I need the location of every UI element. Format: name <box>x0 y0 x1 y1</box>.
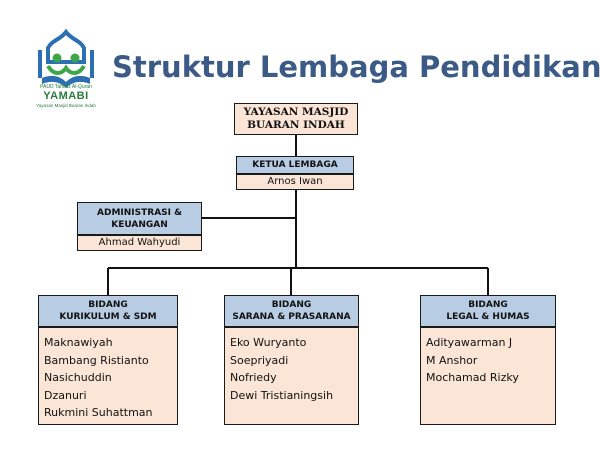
bidang-legal-members: Adityawarman J M Anshor Mochamad Rizky <box>420 327 556 425</box>
admin-role-line2: KEUANGAN <box>111 219 168 230</box>
ketua-header: KETUA LEMBAGA <box>236 156 354 174</box>
bidang-kurikulum-members: Maknawiyah Bambang Ristianto Nasichuddin… <box>38 327 178 425</box>
ketua-role: KETUA LEMBAGA <box>252 160 338 170</box>
bidang-sarana-header: BIDANG SARANA & PRASARANA <box>224 295 359 327</box>
bidang-label: BIDANG <box>468 300 508 310</box>
admin-role-line1: ADMINISTRASI & <box>97 207 182 218</box>
bidang-legal-header: BIDANG LEGAL & HUMAS <box>420 295 556 327</box>
member-name: Nofriedy <box>230 371 277 384</box>
member-name: Nasichuddin <box>44 371 112 384</box>
logo-subtitle: PAUD Tahfidz Al-Quran <box>40 84 92 90</box>
logo-name: YAMABI <box>43 90 89 102</box>
member-name: Dzanuri <box>44 388 87 402</box>
admin-name: Ahmad Wahyudi <box>98 237 181 248</box>
yayasan-box: YAYASAN MASJID BUARAN INDAH <box>234 103 358 135</box>
member-name: Dewi Tristianingsih <box>230 388 334 402</box>
bidang-sub: SARANA & PRASARANA <box>232 312 351 322</box>
member-name: Eko Wuryanto <box>230 336 307 349</box>
bidang-sub: KURIKULUM & SDM <box>59 312 157 322</box>
bidang-sarana-members: Eko Wuryanto Soepriyadi Nofriedy Dewi Tr… <box>224 327 359 425</box>
yayasan-line1: YAYASAN MASJID <box>243 106 349 118</box>
bidang-label: BIDANG <box>88 300 128 310</box>
member-name: Rukmini Suhattman <box>44 406 153 419</box>
admin-value: Ahmad Wahyudi <box>77 235 202 251</box>
member-name: Maknawiyah <box>44 336 113 349</box>
yayasan-line2: BUARAN INDAH <box>247 119 345 131</box>
admin-header: ADMINISTRASI & KEUANGAN <box>77 202 202 235</box>
bidang-kurikulum-header: BIDANG KURIKULUM & SDM <box>38 295 178 327</box>
member-name: M Anshor <box>426 353 478 367</box>
ketua-name: Arnos Iwan <box>267 176 323 187</box>
member-name: Bambang Ristianto <box>44 353 149 367</box>
bidang-label: BIDANG <box>271 300 312 310</box>
ketua-value: Arnos Iwan <box>236 174 354 190</box>
logo-tagline: Yayasan Masjid Buaran Indah <box>36 103 96 108</box>
page-title: Struktur Lembaga Pendidikan <box>112 50 600 84</box>
member-name: Soepriyadi <box>230 353 289 367</box>
yamabi-logo <box>38 28 94 88</box>
member-name: Adityawarman J <box>426 336 513 349</box>
member-name: Mochamad Rizky <box>426 371 519 384</box>
bidang-sub: LEGAL & HUMAS <box>446 312 530 322</box>
